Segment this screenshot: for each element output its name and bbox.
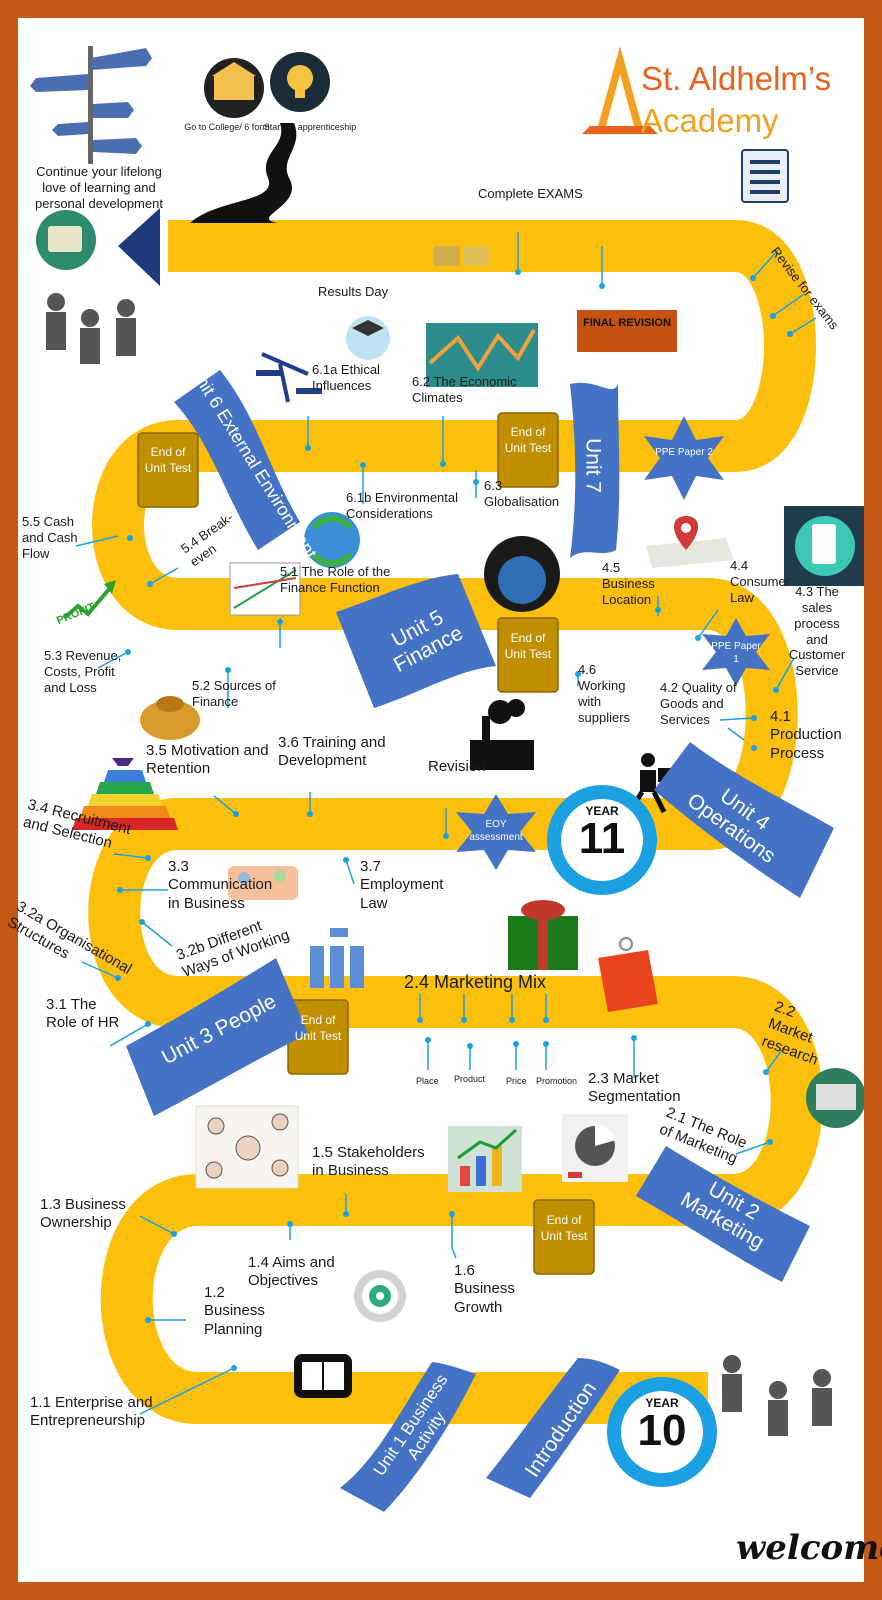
book-icon [294, 1354, 352, 1398]
road-path [88, 220, 823, 1424]
learning-journey-road [30, 46, 864, 1512]
profit-arrow-icon [62, 586, 112, 620]
topic-4-4: 4.4 Consumer Law [730, 558, 790, 605]
topic-6-1b: 6.1b Environmental Considerations [346, 490, 459, 521]
academy-logo-icon [582, 46, 658, 134]
curvy-road-icon [190, 123, 297, 223]
topic-6-1a: 6.1a Ethical Influences [312, 362, 380, 393]
end-of-unit-6: End of Unit Test [144, 445, 192, 476]
revision-label: Revision [428, 758, 486, 775]
brand-subname: Academy [641, 102, 779, 139]
checkered-flags-icon [434, 246, 490, 266]
year11-label: YEAR [585, 804, 619, 818]
topic-3-7: 3.7 Employment Law [360, 858, 444, 912]
tunnel-icon [118, 208, 160, 286]
stakeholder-diagram-icon [195, 1105, 299, 1189]
final-revision-box: FINAL REVISION [577, 310, 677, 352]
topic-1-4: 1.4 Aims and Objectives [248, 1254, 335, 1290]
eoy-label: EOY assessment [469, 819, 523, 843]
topic-3-3: 3.3 Communication in Business [168, 858, 273, 912]
topic-5-3: 5.3 Revenue, Costs, Profit and Loss [44, 648, 122, 695]
scroll-shapes [137, 412, 595, 1275]
people-walking-icon-bottom [722, 1355, 832, 1436]
topic-4-5: 4.5 Business Location [602, 560, 655, 607]
topic-2-4: 2.4 Marketing Mix [404, 972, 547, 992]
year10-ring [607, 1377, 717, 1487]
org-chart-icon [310, 928, 364, 988]
mix-price: Price [506, 1076, 527, 1086]
year11-number: 11 [578, 814, 626, 863]
topic-1-3: 1.3 Business Ownership [40, 1196, 126, 1232]
unit7-title: Unit 7 [581, 438, 605, 493]
exams-label: Complete EXAMS [478, 186, 583, 201]
results-day-label: Results Day [318, 284, 389, 299]
price-tag-icon [598, 937, 658, 1012]
passport-card [48, 226, 82, 252]
infographic-canvas: St. Aldhelm’s Academy Go to College/ 6 f… [4, 18, 882, 1582]
apprenticeship-label: Start an apprenticeship [263, 122, 357, 132]
intro-banner [486, 1358, 620, 1498]
topic-3-5: 3.5 Motivation and Retention [146, 742, 269, 778]
checklist-icon [741, 149, 789, 203]
pie-chart-icon [562, 1114, 628, 1182]
year10-number: 10 [637, 1406, 687, 1455]
unit6-banner [174, 370, 300, 550]
end-of-unit-2: End of Unit Test [540, 1213, 588, 1244]
welcome-text: welcome [736, 1528, 882, 1568]
brand-name: St. Aldhelm’s [641, 60, 832, 97]
gift-icon [508, 900, 578, 970]
end-of-unit-5: End of Unit Test [504, 631, 552, 662]
ppe1-star [702, 618, 770, 686]
ppe2-star [644, 416, 724, 500]
mix-promotion: Promotion [536, 1076, 578, 1086]
topic-6-2: 6.2 The Economic Climates [412, 374, 517, 405]
people-walking-icon-top [46, 293, 136, 364]
ppe2-label: PPE Paper 2 [655, 447, 713, 458]
ppe1-label: PPE Paper 1 [711, 641, 761, 665]
unit3-banner [126, 958, 308, 1116]
communication-icon [228, 866, 298, 900]
target-icon [354, 1270, 406, 1322]
topic-6-3: 6.3 Globalisation [484, 478, 560, 509]
lifelong-label: Continue your lifelong love of learning … [35, 164, 163, 211]
mix-place: Place [416, 1076, 439, 1086]
topic-1-6: 1.6 Business Growth [454, 1262, 515, 1316]
year10-label: YEAR [645, 1396, 679, 1410]
scales-icon [256, 352, 322, 403]
college-label: Go to College/ 6 form [184, 122, 270, 132]
topic-4-6: 4.6 Working with suppliers [578, 662, 631, 725]
growth-chart-icon [448, 1126, 522, 1192]
topic-5-1: 5.1 The Role of the Finance Function [280, 564, 391, 595]
topic-3-6: 3.6 Training and Development [278, 734, 386, 770]
topic-2-3: 2.3 Market Segmentation [588, 1070, 681, 1106]
topic-5-2: 5.2 Sources of Finance [192, 678, 276, 709]
end-of-unit-3: End of Unit Test [294, 1013, 342, 1044]
maslow-pyramid-icon [72, 758, 178, 830]
unit2-banner [636, 1146, 810, 1282]
topic-3-1: 3.1 The Role of HR [46, 996, 120, 1032]
topic-4-2: 4.2 Quality of Goods and Services [660, 680, 737, 727]
unit1-banner [340, 1362, 476, 1512]
laptop-icon [806, 1068, 864, 1128]
topic-5-5: 5.5 Cash and Cash Flow [22, 514, 78, 561]
factory-icon [470, 699, 534, 770]
end-of-unit-7: End of Unit Test [504, 425, 552, 456]
eoy-star [456, 794, 536, 870]
money-bag-icon [140, 700, 200, 740]
signpost-icon [30, 46, 152, 164]
year11-ring [547, 785, 657, 895]
topic-1-5: 1.5 Stakeholders in Business [312, 1144, 425, 1180]
unit7-banner [570, 382, 620, 558]
mix-product: Product [454, 1074, 486, 1084]
unit4-banner [654, 742, 834, 898]
unit5-banner [336, 574, 496, 708]
map-pin-icon [646, 516, 734, 568]
topic-4-1: 4.1 Production Process [770, 708, 842, 762]
topic-1-1: 1.1 Enterprise and Entrepreneurship [30, 1394, 153, 1430]
topic-4-3: 4.3 The sales process and Customer Servi… [788, 584, 846, 679]
topic-1-2: 1.2 Business Planning [204, 1284, 265, 1338]
